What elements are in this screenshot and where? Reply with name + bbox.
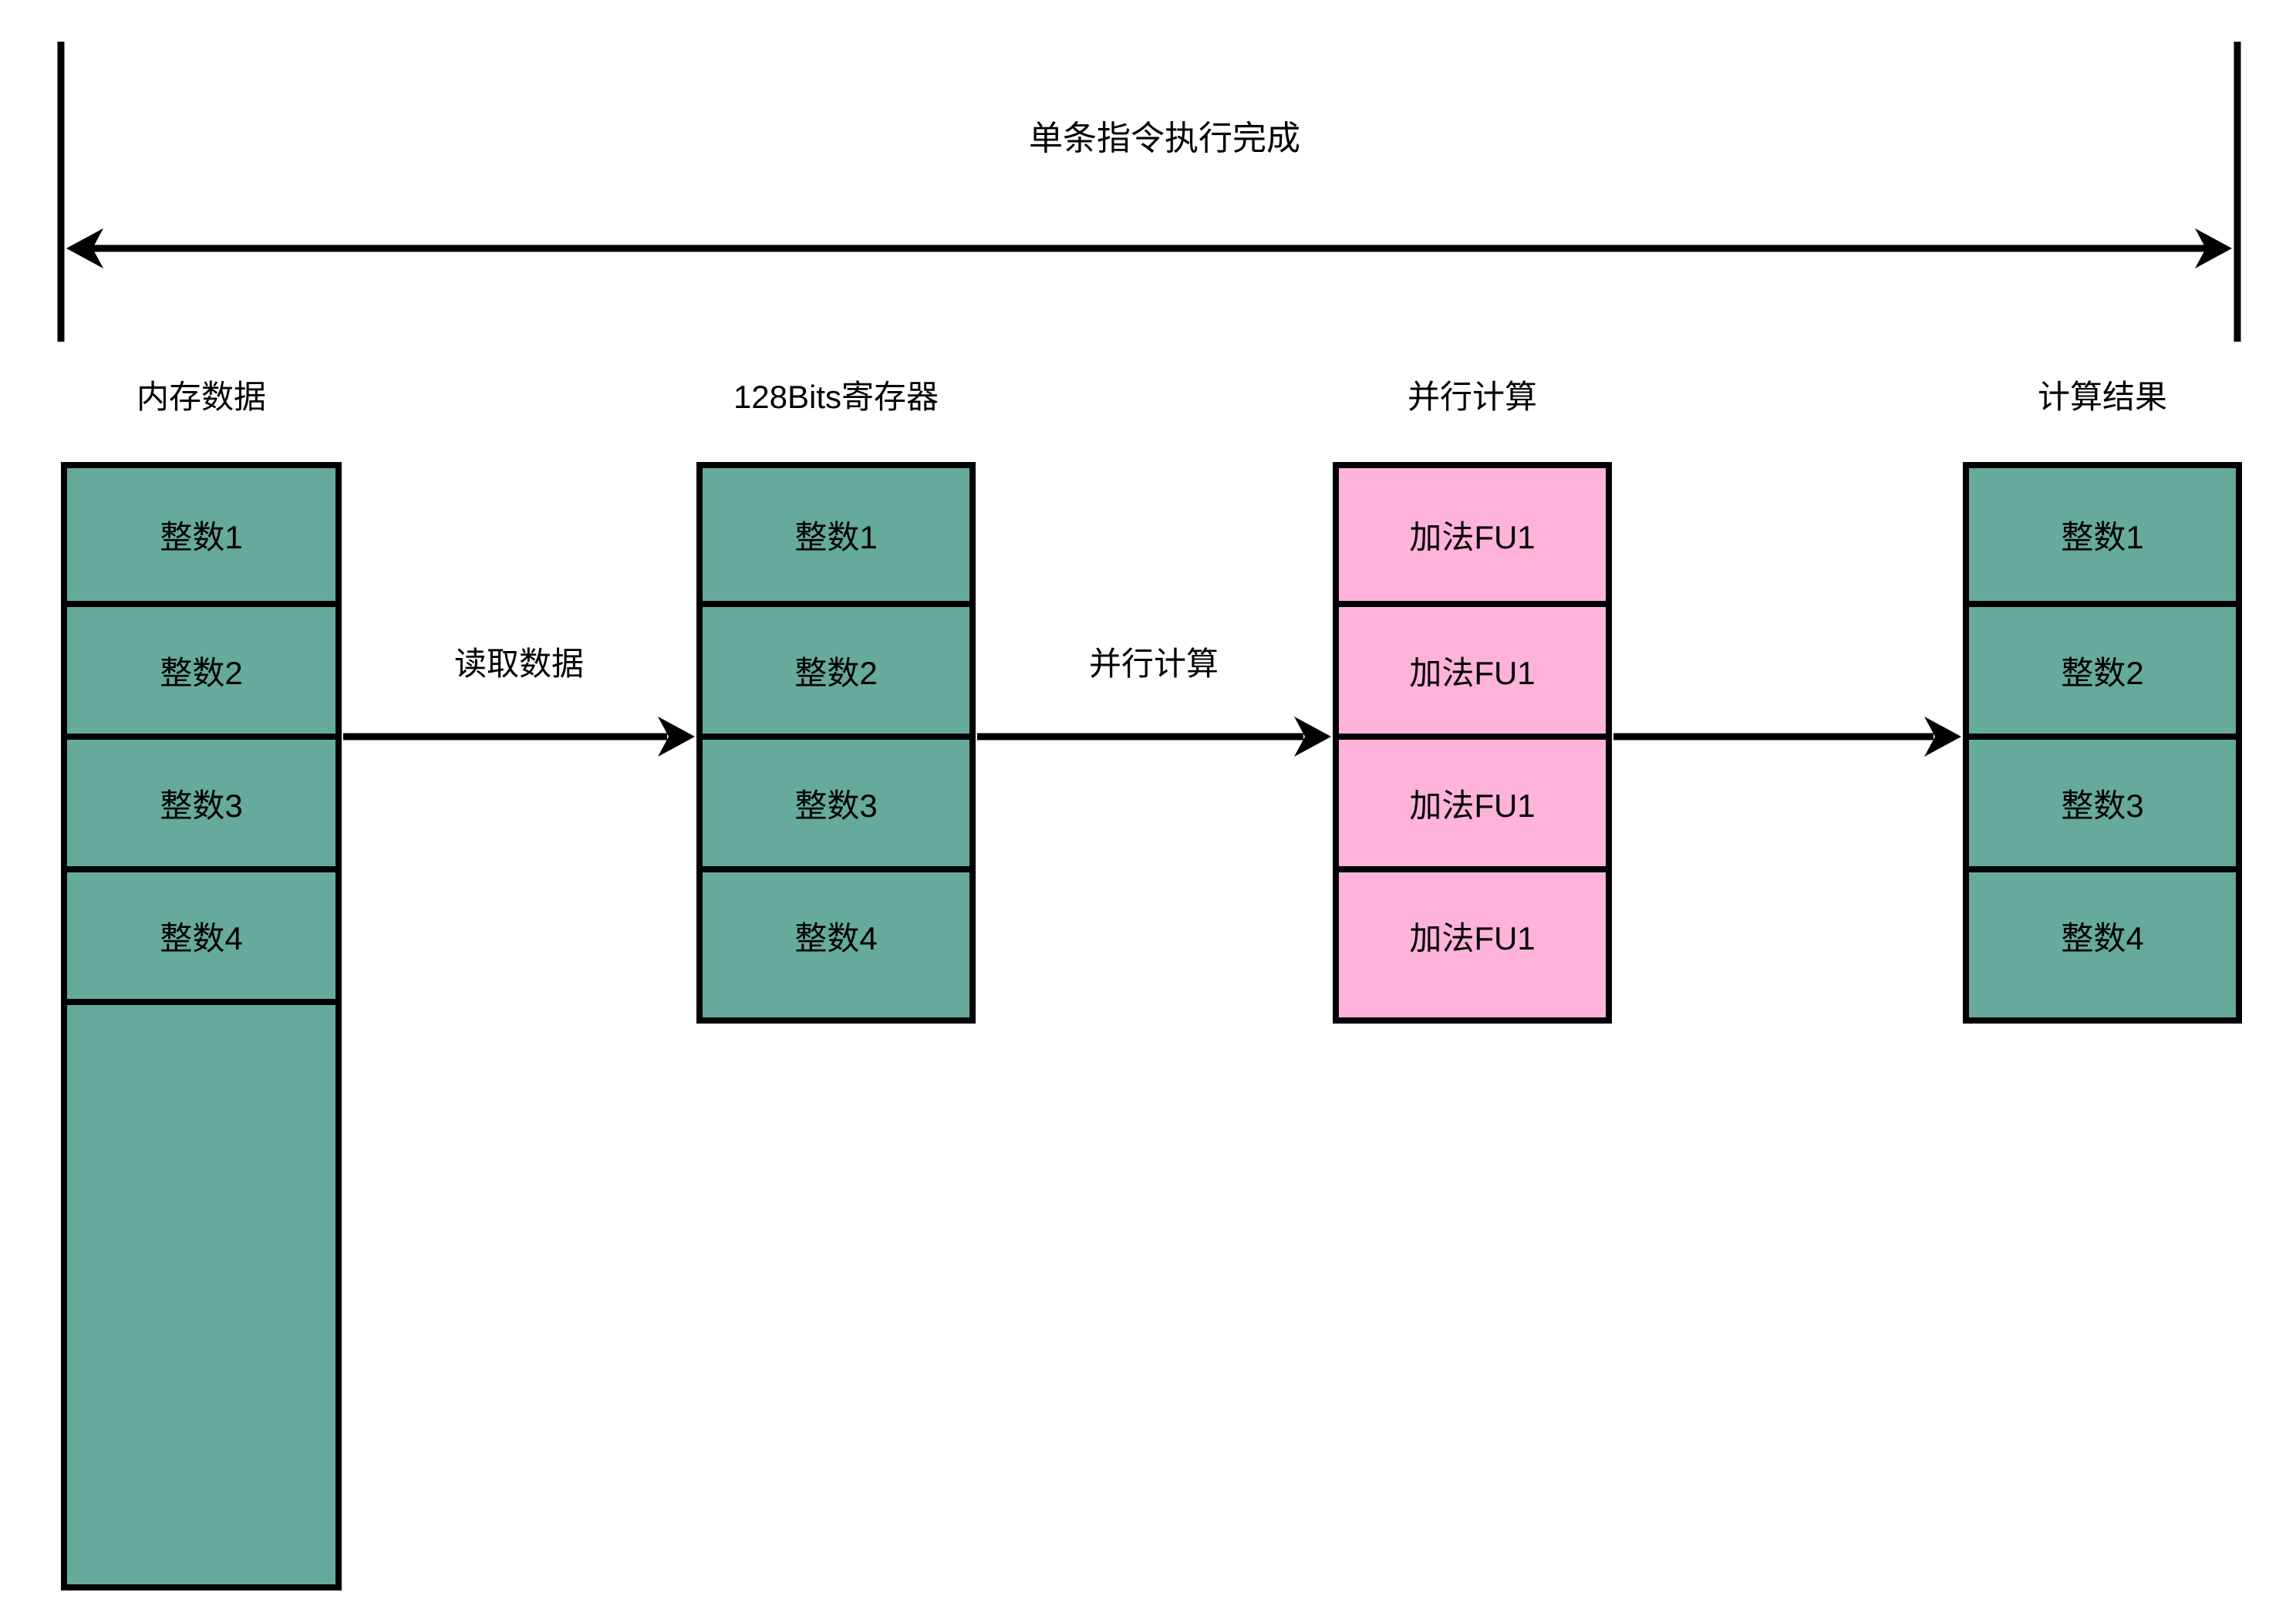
read-data-arrow-label: 读取数据 [453, 646, 584, 682]
column-header-parallel: 并行计算 [1407, 379, 1537, 415]
span-label: 单条指令执行完成 [1029, 120, 1300, 157]
result-arrow-head-icon [1924, 717, 1961, 757]
column-header-register: 128Bits寄存器 [733, 379, 939, 415]
parallel-compute-arrow-label: 并行计算 [1088, 646, 1219, 682]
fu-cell-2: 加法FU1 [1339, 601, 1606, 734]
memory-cell-4: 整数4 [67, 866, 335, 999]
memory-cell-empty [67, 999, 335, 1560]
parallel-compute-arrow-head-icon [1294, 717, 1331, 757]
memory-cell-3: 整数3 [67, 734, 335, 866]
fu-cell-4: 加法FU1 [1339, 866, 1606, 999]
register-cell-1: 整数1 [794, 518, 878, 555]
register-cell-2: 整数2 [703, 601, 969, 734]
result-cell-2: 整数2 [1969, 601, 2236, 734]
column-header-result: 计算结果 [2037, 379, 2167, 415]
result-cell-1: 整数1 [2061, 518, 2144, 555]
register-column: 整数1 整数2 整数3 整数4 [696, 462, 976, 1024]
result-cell-3: 整数3 [1969, 734, 2236, 866]
span-arrow-head-right-icon [2195, 228, 2232, 268]
memory-column: 整数1 整数2 整数3 整数4 [61, 462, 342, 1590]
read-data-arrow-head-icon [658, 717, 695, 757]
span-arrow-head-left-icon [66, 228, 103, 268]
parallel-column: 加法FU1 加法FU1 加法FU1 加法FU1 [1333, 462, 1612, 1024]
memory-cell-1: 整数1 [160, 518, 243, 555]
register-cell-4: 整数4 [703, 866, 969, 999]
column-header-memory: 内存数据 [136, 379, 266, 415]
result-cell-4: 整数4 [1969, 866, 2236, 999]
result-column: 整数1 整数2 整数3 整数4 [1963, 462, 2242, 1024]
register-cell-3: 整数3 [703, 734, 969, 866]
fu-cell-3: 加法FU1 [1339, 734, 1606, 866]
memory-cell-2: 整数2 [67, 601, 335, 734]
fu-cell-1: 加法FU1 [1409, 518, 1536, 555]
